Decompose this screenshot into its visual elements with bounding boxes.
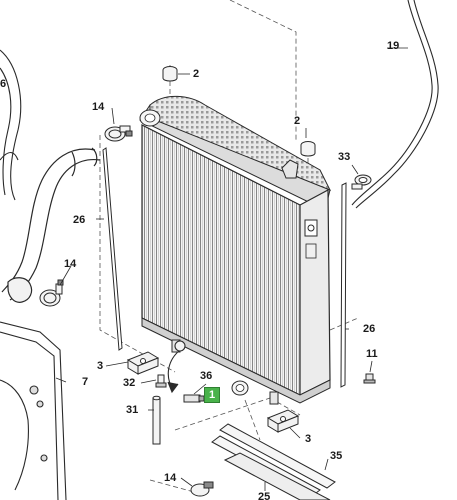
callout-7: 7 xyxy=(82,376,89,388)
drain-valve xyxy=(167,340,186,394)
drain-tube xyxy=(152,374,167,445)
lower-hose xyxy=(1,147,101,303)
overflow-hose xyxy=(351,0,439,209)
cap-top-right xyxy=(300,141,316,157)
callout-31: 31 xyxy=(126,404,139,416)
callout-2: 2 xyxy=(294,115,301,127)
callout-3: 3 xyxy=(305,433,312,445)
callout-1-highlighted: 1 xyxy=(204,387,221,403)
callout-3: 3 xyxy=(97,360,104,372)
leader-lines xyxy=(55,47,408,491)
hose-clamp-bottom xyxy=(190,481,214,497)
callout-19: 19 xyxy=(387,40,400,52)
callout-14: 14 xyxy=(164,472,177,484)
fan-shroud xyxy=(0,321,67,500)
cap-top-left xyxy=(162,66,178,82)
callout-2: 2 xyxy=(193,68,200,80)
callout-11: 11 xyxy=(366,348,378,360)
callout-33: 33 xyxy=(338,151,351,163)
hose-clamp-top xyxy=(104,125,133,142)
hose-clamp-middle xyxy=(39,279,64,307)
mount-bracket-right xyxy=(266,409,300,433)
callout-26: 26 xyxy=(363,323,376,335)
radiator xyxy=(139,95,332,405)
seal-strip-left xyxy=(102,147,123,351)
callout-35: 35 xyxy=(330,450,343,462)
bottom-seal-strips xyxy=(211,423,336,500)
hose-clip xyxy=(351,174,372,190)
nut xyxy=(363,373,376,384)
drain-plug xyxy=(183,394,205,403)
mount-bracket-left xyxy=(126,351,160,375)
callout-32: 32 xyxy=(123,377,136,389)
callout-26: 26 xyxy=(73,214,86,226)
callout-25: 25 xyxy=(258,491,271,500)
callout-14: 14 xyxy=(64,258,77,270)
callout-6: 6 xyxy=(0,78,7,90)
callout-14: 14 xyxy=(92,101,105,113)
seal-strip-right xyxy=(340,182,347,388)
callout-36: 36 xyxy=(200,370,213,382)
upper-hose xyxy=(0,49,22,201)
